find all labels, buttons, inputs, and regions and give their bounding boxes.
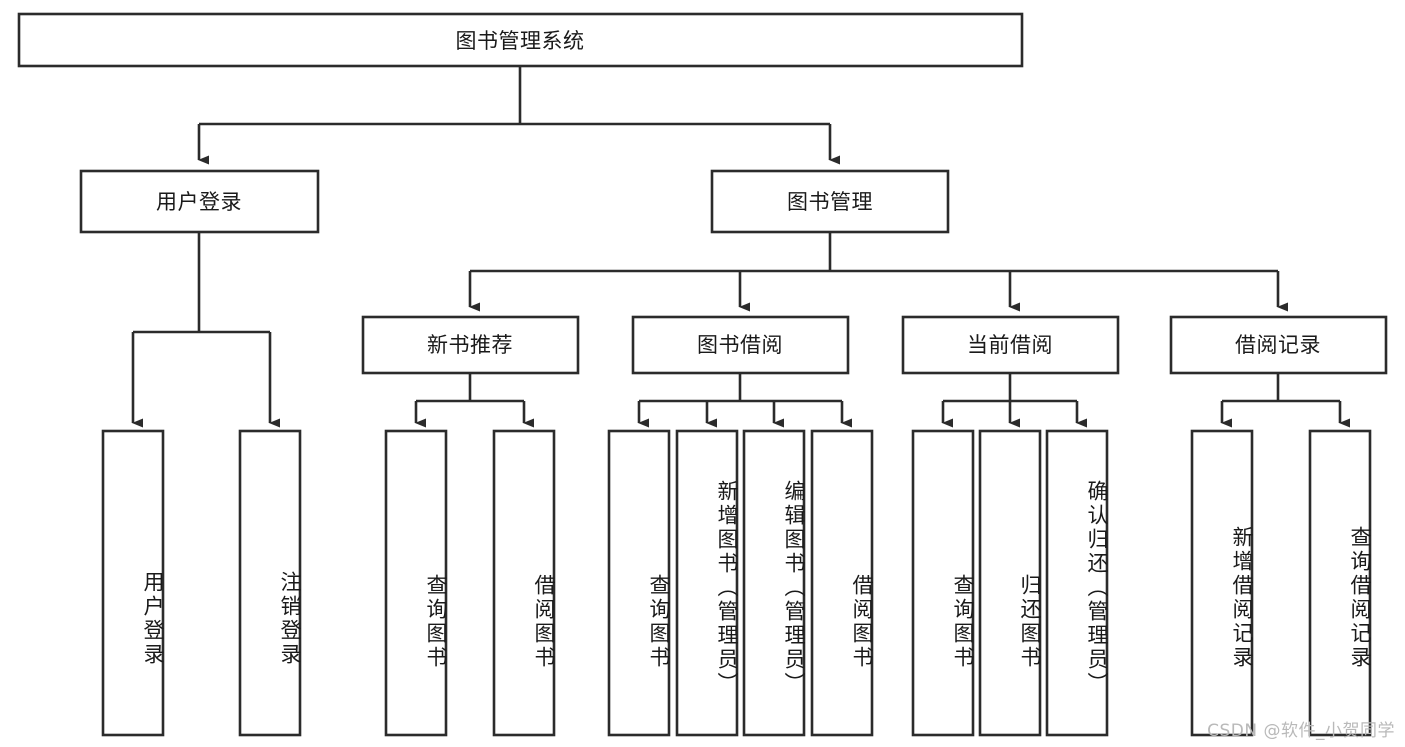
- leaf-box-borrow-book-2[interactable]: [810, 429, 874, 737]
- node-current-borrow-label: 当前借阅: [967, 333, 1053, 357]
- csdn-watermark: CSDN @软件_小贺同学: [1207, 721, 1395, 741]
- leaf-box-return-book[interactable]: [978, 429, 1042, 737]
- leaf-box-query-book-1[interactable]: [384, 429, 448, 737]
- leaf-box-user-logout[interactable]: [238, 429, 302, 737]
- node-borrow-record-label: 借阅记录: [1235, 333, 1321, 357]
- leaf-box-query-book-3[interactable]: [911, 429, 975, 737]
- node-user-login[interactable]: [79, 169, 320, 234]
- leaf-box-user-login[interactable]: [101, 429, 165, 737]
- node-root[interactable]: [17, 12, 1024, 68]
- node-new-book-recommend-label: 新书推荐: [427, 333, 513, 357]
- leaf-box-edit-book[interactable]: [742, 429, 806, 737]
- leaf-box-query-record[interactable]: [1308, 429, 1372, 737]
- node-new-book-recommend[interactable]: [361, 315, 580, 375]
- leaf-box-query-book-2[interactable]: [607, 429, 671, 737]
- leaf-box-add-book[interactable]: [675, 429, 739, 737]
- node-borrow-record[interactable]: [1169, 315, 1388, 375]
- node-root-label: 图书管理系统: [456, 29, 585, 53]
- leaf-box-add-record[interactable]: [1190, 429, 1254, 737]
- node-user-login-label: 用户登录: [156, 190, 242, 214]
- node-current-borrow[interactable]: [901, 315, 1120, 375]
- leaf-box-confirm-return[interactable]: [1045, 429, 1109, 737]
- node-book-borrow[interactable]: [631, 315, 850, 375]
- node-book-management[interactable]: [710, 169, 950, 234]
- node-book-management-label: 图书管理: [787, 190, 873, 214]
- node-book-borrow-label: 图书借阅: [697, 333, 783, 357]
- leaf-box-borrow-book-1[interactable]: [492, 429, 556, 737]
